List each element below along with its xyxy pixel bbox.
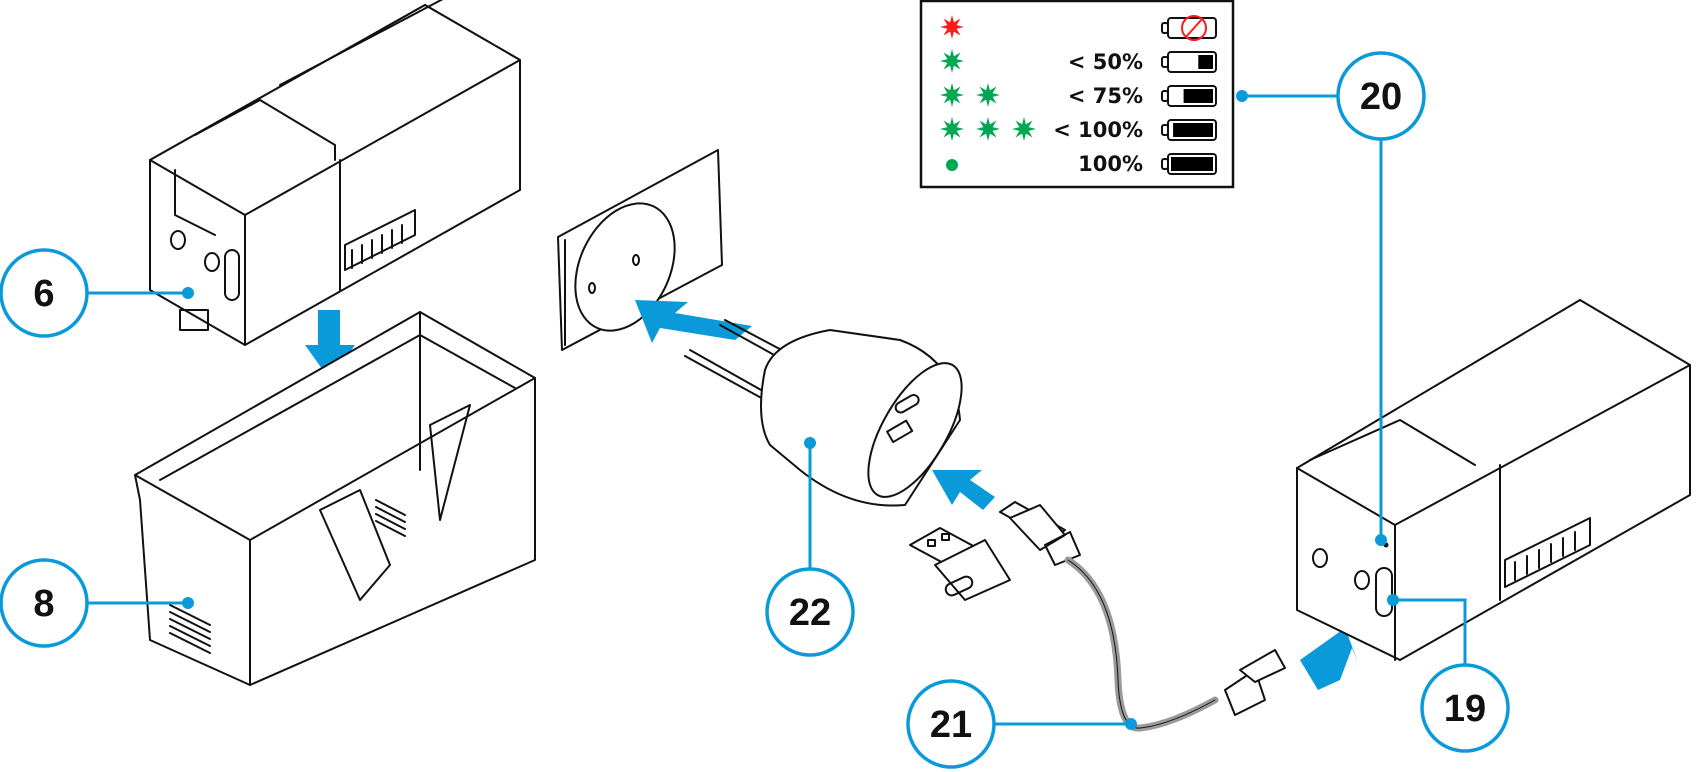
callout-8-label: 8 — [33, 583, 54, 625]
legend-row: 100% — [946, 152, 1217, 176]
usb-c-connector-top — [999, 501, 1081, 566]
charge-status-legend: < 50% < 75% < 100% 100% — [919, 0, 1235, 189]
usb-a-adapter — [909, 527, 1011, 601]
callout-20: 20 — [1236, 51, 1426, 546]
legend-charge-text: < 50% — [1068, 50, 1143, 74]
usb-cable-illustration — [909, 501, 1286, 732]
legend-row: < 75% — [940, 83, 1217, 108]
battery-pack-right-contacts — [1514, 531, 1576, 581]
led-flash-icon — [976, 83, 1000, 107]
led-flash-icon — [1012, 117, 1036, 141]
usb-in-arrow — [932, 470, 995, 510]
callout-22-label: 22 — [789, 592, 831, 634]
callout-6: 6 — [0, 248, 194, 338]
callout-19-label: 19 — [1444, 688, 1486, 730]
usb-cable-wire — [1064, 556, 1219, 732]
no-charge-slash — [1185, 18, 1203, 38]
wall-socket-illustration — [557, 149, 723, 351]
callout-21: 21 — [906, 679, 1137, 769]
battery-tip — [1161, 158, 1169, 170]
battery-tip — [1161, 22, 1169, 34]
battery-pack-right-illustration — [1296, 299, 1691, 661]
usb-c-port-drawing — [1375, 567, 1393, 617]
battery-tip — [1161, 90, 1169, 102]
battery-pack-contacts — [351, 224, 403, 269]
legend-row: < 100% — [940, 117, 1217, 142]
legend-charge-text: < 75% — [1068, 84, 1143, 108]
battery-fill-level — [1183, 89, 1213, 103]
callout-22: 22 — [765, 437, 855, 657]
battery-fill-level — [1198, 55, 1213, 69]
callout-20-label: 20 — [1360, 76, 1402, 118]
callout-19: 19 — [1387, 594, 1510, 753]
legend-charge-text: 100% — [1078, 152, 1143, 176]
led-flash-icon — [940, 117, 964, 141]
legend-charge-text: < 100% — [1053, 118, 1143, 142]
usb-c-connector-bottom — [1224, 649, 1286, 716]
battery-fill-level — [1173, 123, 1213, 137]
battery-tip — [1161, 56, 1169, 68]
callout-8: 8 — [0, 558, 194, 648]
battery-fill-level — [1171, 157, 1213, 171]
battery-pack-illustration — [149, 0, 521, 346]
case-grip-vent — [169, 499, 406, 654]
no-charge-icon — [1181, 15, 1207, 41]
led-flash-icon — [940, 49, 964, 73]
callout-6-label: 6 — [33, 273, 54, 315]
cable-in-arrow — [1300, 628, 1358, 690]
led-flash-icon — [940, 15, 964, 39]
led-flash-icon — [976, 117, 1000, 141]
battery-tip — [1161, 124, 1169, 136]
battery-case-illustration — [134, 311, 536, 686]
wall-charger-illustration — [684, 319, 963, 507]
led-flash-icon — [940, 83, 964, 107]
plug-in-arrow — [635, 300, 752, 343]
callout-21-label: 21 — [930, 704, 972, 746]
led-steady-icon — [946, 159, 958, 171]
legend-row: < 50% — [940, 49, 1217, 74]
legend-row — [940, 15, 1217, 41]
battery-icon — [1167, 17, 1217, 39]
